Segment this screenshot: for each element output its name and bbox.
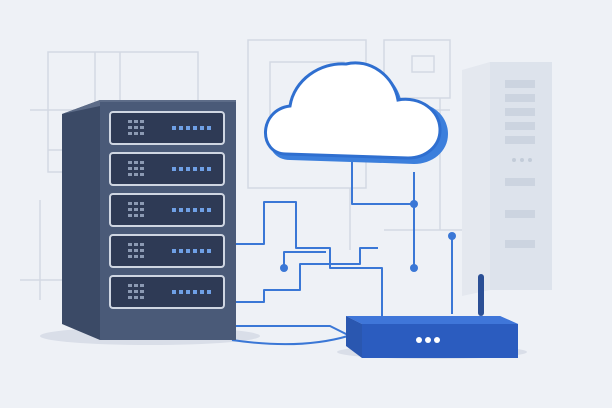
rack-led	[200, 249, 204, 253]
rack-led	[172, 290, 176, 294]
rack-led	[186, 249, 190, 253]
rack-led	[172, 249, 176, 253]
rack-led	[179, 249, 183, 253]
rack-led	[193, 167, 197, 171]
rack-unit	[109, 152, 225, 186]
cloud-icon	[264, 61, 448, 164]
rack-unit	[109, 275, 225, 309]
rack-led	[193, 126, 197, 130]
rack-led	[172, 167, 176, 171]
rack-led	[186, 167, 190, 171]
rack-led	[186, 208, 190, 212]
rack-unit	[109, 193, 225, 227]
rack-led	[200, 290, 204, 294]
rack-led	[193, 249, 197, 253]
rack-led	[179, 208, 183, 212]
router-antenna	[478, 274, 484, 316]
rack-led	[179, 290, 183, 294]
rack-led	[193, 290, 197, 294]
rack-unit	[109, 234, 225, 268]
rack-led	[207, 208, 211, 212]
rack-led	[179, 126, 183, 130]
wire-nodes	[280, 200, 456, 272]
router-status-leds	[416, 337, 440, 343]
rack-led	[179, 167, 183, 171]
rack-led	[207, 167, 211, 171]
rack-led	[200, 208, 204, 212]
rack-led	[172, 126, 176, 130]
rack-led	[186, 290, 190, 294]
rack-led	[172, 208, 176, 212]
rack-led	[186, 126, 190, 130]
rack-led	[207, 249, 211, 253]
server-rack-icon	[62, 100, 236, 340]
rack-unit	[109, 111, 225, 145]
rack-led	[200, 167, 204, 171]
rack-led	[207, 126, 211, 130]
network-wires	[231, 162, 453, 346]
rack-led	[193, 208, 197, 212]
background-server-icon	[462, 62, 552, 296]
rack-led	[200, 126, 204, 130]
router-icon	[346, 274, 518, 358]
rack-led	[207, 290, 211, 294]
